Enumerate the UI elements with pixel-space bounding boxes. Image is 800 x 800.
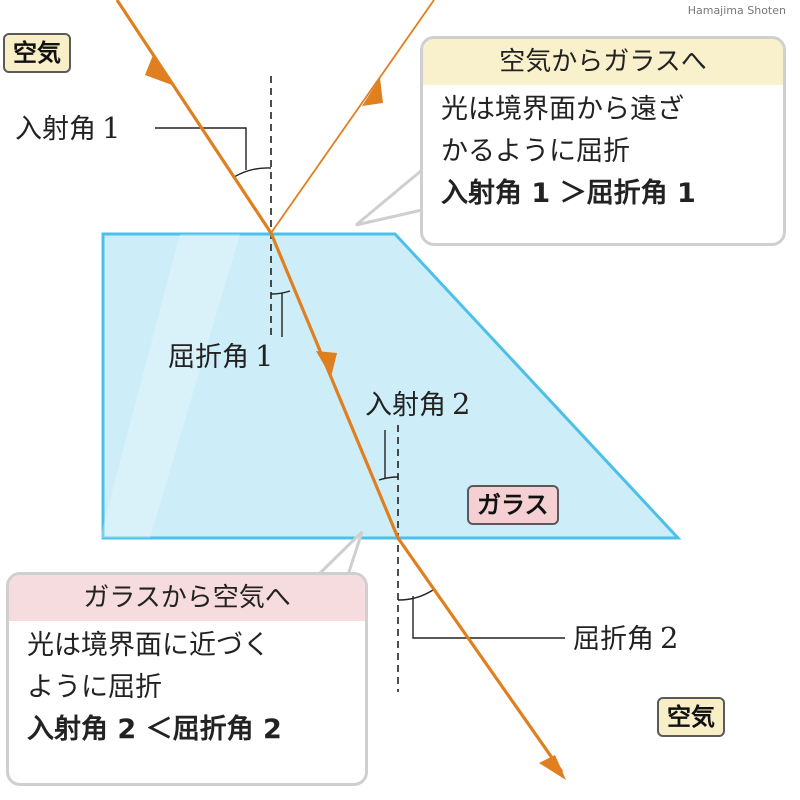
callout1-tail (355, 166, 424, 227)
emergent-ray (396, 537, 564, 773)
arrowhead-incident (145, 55, 172, 85)
callout-glass-to-air-title: ガラスから空気へ (9, 575, 365, 621)
callout-glass-to-air-line2: ように屈折 (27, 672, 162, 703)
glass-block (101, 232, 682, 540)
arrowhead-reflected (362, 78, 383, 106)
callout-air-to-glass-line1: 光は境界面から遠ざ (441, 94, 684, 125)
incidence1-leader (155, 127, 247, 170)
publisher-credit: Hamajima Shoten (687, 4, 786, 17)
callout-air-to-glass-rule: 入射角 1 ＞屈折角 1 (441, 178, 696, 209)
reflected-ray (270, 0, 435, 234)
callout-air-to-glass: 空気からガラスへ 光は境界面から遠ざ かるように屈折 入射角 1 ＞屈折角 1 (420, 36, 786, 246)
incidence1-arc (233, 167, 272, 178)
incidence2-arc (378, 476, 399, 481)
air-bottom-tag: 空気 (657, 697, 725, 737)
glass-tag: ガラス (467, 485, 559, 525)
air-top-tag: 空気 (3, 33, 71, 73)
incident-ray (115, 0, 273, 234)
refraction2-leader (412, 596, 565, 639)
callout-glass-to-air-rule: 入射角 2 ＜屈折角 2 (27, 714, 282, 745)
callout-glass-to-air-line1: 光は境界面に近づく (27, 630, 270, 661)
callout-air-to-glass-line2: かるように屈折 (441, 136, 630, 167)
arrowhead-glass (316, 351, 337, 377)
refraction1-arc (270, 290, 291, 295)
refracted-ray-glass (269, 232, 400, 539)
arrowhead-exit (539, 755, 566, 780)
glass-sheen (100, 234, 240, 538)
callout-air-to-glass-title: 空気からガラスへ (423, 39, 783, 85)
callout-glass-to-air: ガラスから空気へ 光は境界面に近づく ように屈折 入射角 2 ＜屈折角 2 (6, 572, 368, 786)
refraction2-arc (397, 589, 434, 601)
